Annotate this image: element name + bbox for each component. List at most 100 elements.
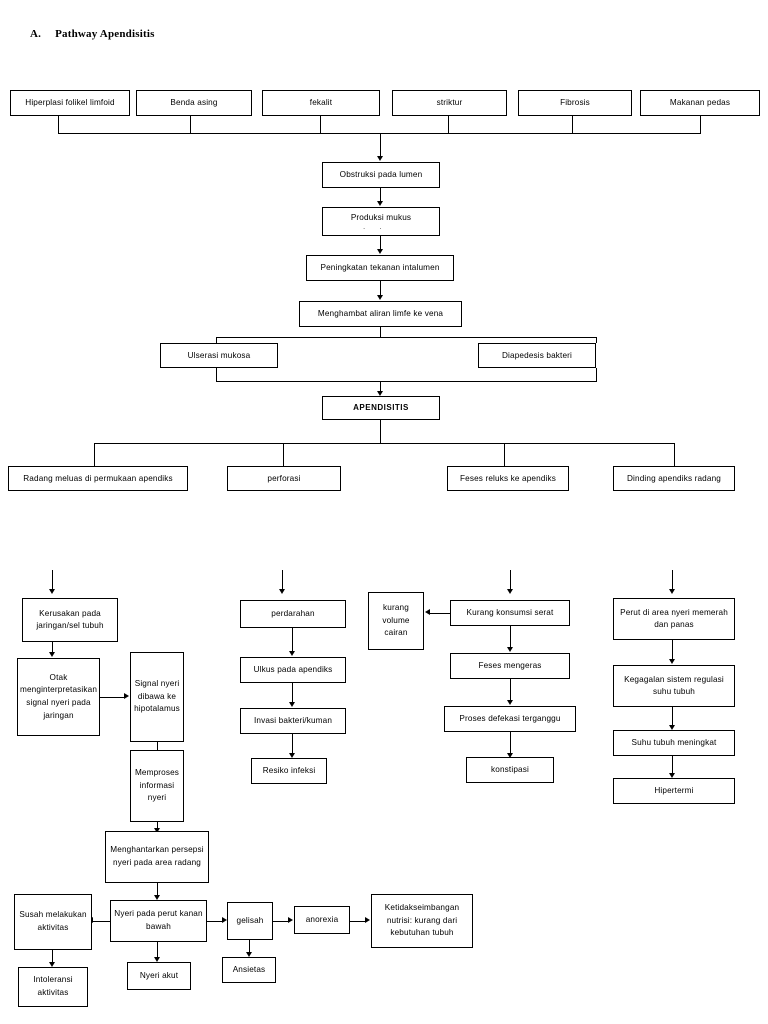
connector-kerusakan-to-otak — [52, 642, 53, 653]
node-striktur[interactable]: striktur — [392, 90, 507, 116]
node-label: Diapedesis bakteri — [501, 350, 573, 360]
node-nyeri-akut[interactable]: Nyeri akut — [127, 962, 191, 990]
node-otak-menginterpretasikan-signal-nyeri[interactable]: Otak menginterpretasikan signal nyeri pa… — [17, 658, 100, 736]
connector-entry-4 — [672, 570, 673, 590]
node-label: Ansietas — [232, 965, 266, 975]
connector-complication-drop-1 — [94, 443, 95, 466]
node-benda-asing[interactable]: Benda asing — [136, 90, 252, 116]
node-label: Signal nyeri dibawa ke hipotalamus — [134, 678, 180, 714]
arrow-to-nutrisi — [365, 917, 370, 923]
node-peningkatan-tekanan-intalumen[interactable]: Peningkatan tekanan intalumen — [306, 255, 454, 281]
connector-nyeri-to-susah — [92, 921, 111, 922]
node-feses-reluks-ke-apendiks[interactable]: Feses reluks ke apendiks — [447, 466, 569, 491]
connector-ulserasi-down — [216, 368, 217, 381]
connector-etiology-bus — [58, 133, 701, 134]
arrow-to-otak — [49, 652, 55, 657]
connector-etiology-to-obstruksi — [380, 133, 381, 157]
node-diapedesis-bakteri[interactable]: Diapedesis bakteri — [478, 343, 596, 368]
arrow-to-obstruksi — [377, 156, 383, 161]
node-perforasi[interactable]: perforasi — [227, 466, 341, 491]
node-anorexia[interactable]: anorexia — [294, 906, 350, 934]
node-fibrosis[interactable]: Fibrosis — [518, 90, 632, 116]
node-perut-area-nyeri-memerah-panas[interactable]: Perut di area nyeri memerah dan panas — [613, 598, 735, 640]
node-memproses-informasi-nyeri[interactable]: Memproses informasi nyeri — [130, 750, 184, 822]
node-label: Kurang konsumsi serat — [466, 608, 554, 618]
node-fekalit[interactable]: fekalit — [262, 90, 380, 116]
node-suhu-tubuh-meningkat[interactable]: Suhu tubuh meningkat — [613, 730, 735, 756]
arrow-entry-bleeding-branch — [279, 589, 285, 594]
arrow-to-intoleransi — [49, 962, 55, 967]
connector-perut-to-kegagalan — [672, 640, 673, 660]
arrow-to-kegagalan-regulasi — [669, 659, 675, 664]
node-label: Ulserasi mukosa — [187, 350, 251, 360]
node-ulserasi-mukosa[interactable]: Ulserasi mukosa — [160, 343, 278, 368]
arrow-to-apendisitis — [377, 391, 383, 396]
node-signal-nyeri-dibawa-ke-hipotalamus[interactable]: Signal nyeri dibawa ke hipotalamus — [130, 652, 184, 742]
arrow-entry-constipation-branch — [507, 589, 513, 594]
node-kegagalan-sistem-regulasi-suhu[interactable]: Kegagalan sistem regulasi suhu tubuh — [613, 665, 735, 707]
node-kurang-volume-cairan[interactable]: kurang volume cairan — [368, 592, 424, 650]
node-ketidakseimbangan-nutrisi[interactable]: Ketidakseimbangan nutrisi: kurang dari k… — [371, 894, 473, 948]
node-label: Produksi mukus — [350, 213, 412, 222]
node-dinding-apendiks-radang[interactable]: Dinding apendiks radang — [613, 466, 735, 491]
node-menghantarkan-persepsi-nyeri[interactable]: Menghantarkan persepsi nyeri pada area r… — [105, 831, 209, 883]
connector-apendisitis-down — [380, 420, 381, 443]
node-label: Ketidakseimbangan nutrisi: kurang dari k… — [384, 902, 460, 938]
node-konstipasi[interactable]: konstipasi — [466, 757, 554, 783]
node-apendisitis[interactable]: APENDISITIS — [322, 396, 440, 420]
arrow-entry-fever-branch — [669, 589, 675, 594]
node-resiko-infeksi[interactable]: Resiko infeksi — [251, 758, 327, 784]
node-gelisah[interactable]: gelisah — [227, 902, 273, 940]
node-label: Memproses informasi nyeri — [134, 767, 180, 803]
node-proses-defekasi-terganggu[interactable]: Proses defekasi terganggu — [444, 706, 576, 732]
node-ansietas[interactable]: Ansietas — [222, 957, 276, 983]
node-feses-mengeras[interactable]: Feses mengeras — [450, 653, 570, 679]
node-kerusakan-jaringan-sel-tubuh[interactable]: Kerusakan pada jaringan/sel tubuh — [22, 598, 118, 642]
node-menghambat-aliran-limfe-ke-vena[interactable]: Menghambat aliran limfe ke vena — [299, 301, 462, 327]
node-makanan-pedas[interactable]: Makanan pedas — [640, 90, 760, 116]
node-hipertermi[interactable]: Hipertermi — [613, 778, 735, 804]
node-label: Perut di area nyeri memerah dan panas — [620, 608, 728, 629]
node-ulkus-pada-apendiks[interactable]: Ulkus pada apendiks — [240, 657, 346, 683]
arrow-to-nyeri-akut — [154, 957, 160, 962]
node-radang-meluas-di-permukaan-apendiks[interactable]: Radang meluas di permukaan apendiks — [8, 466, 188, 491]
connector-ulkus-to-invasi — [292, 683, 293, 703]
node-susah-melakukan-aktivitas[interactable]: Susah melakukan aktivitas — [14, 894, 92, 950]
connector-menghambat-down — [380, 327, 381, 337]
connector-split-top-bus — [216, 337, 596, 338]
node-perdarahan[interactable]: perdarahan — [240, 600, 346, 628]
node-label: Feses mengeras — [478, 661, 542, 671]
connector-nyeri-to-nyeri-akut — [157, 942, 158, 958]
node-hiperplasi-folikel-limfoid[interactable]: Hiperplasi folikel limfoid — [10, 90, 130, 116]
connector-suhu-to-hipertermi — [672, 756, 673, 774]
node-invasi-bakteri-kuman[interactable]: Invasi bakteri/kuman — [240, 708, 346, 734]
connector-produksi-to-peningkatan — [380, 236, 381, 250]
connector-invasi-to-resiko — [292, 734, 293, 754]
connector-etiology-drop-1 — [58, 116, 59, 134]
node-kurang-konsumsi-serat[interactable]: Kurang konsumsi serat — [450, 600, 570, 626]
node-label: Kegagalan sistem regulasi suhu tubuh — [624, 675, 724, 696]
arrow-entry-pain-branch — [49, 589, 55, 594]
connector-kegagalan-to-suhu — [672, 707, 673, 726]
connector-merge-to-apendisitis — [380, 381, 381, 392]
node-obstruksi-pada-lumen[interactable]: Obstruksi pada lumen — [322, 162, 440, 188]
connector-complication-bus — [94, 443, 674, 444]
page-title: A.Pathway Apendisitis — [30, 28, 155, 40]
node-label: Makanan pedas — [669, 98, 731, 108]
node-label: konstipasi — [491, 765, 529, 775]
connector-entry-3 — [510, 570, 511, 590]
connector-entry-1 — [52, 570, 53, 590]
node-label: perdarahan — [271, 609, 315, 619]
node-label: Otak menginterpretasikan signal nyeri pa… — [19, 672, 98, 720]
node-label: Intoleransi aktivitas — [33, 975, 73, 997]
node-nyeri-pada-perut-kanan-bawah[interactable]: Nyeri pada perut kanan bawah — [110, 900, 207, 942]
connector-menghantarkan-to-nyeri — [157, 883, 158, 896]
connector-defekasi-to-konstipasi — [510, 732, 511, 754]
connector-nyeri-to-gelisah — [207, 921, 223, 922]
arrow-to-menghantarkan — [154, 828, 160, 833]
node-intoleransi-aktivitas[interactable]: Intoleransi aktivitas — [18, 967, 88, 1007]
node-produksi-mukus[interactable]: Produksi mukus — [322, 207, 440, 236]
connector-serat-to-feses — [510, 626, 511, 648]
arrow-to-proses-defekasi — [507, 700, 513, 705]
arrow-to-nyeri-perut — [154, 895, 160, 900]
